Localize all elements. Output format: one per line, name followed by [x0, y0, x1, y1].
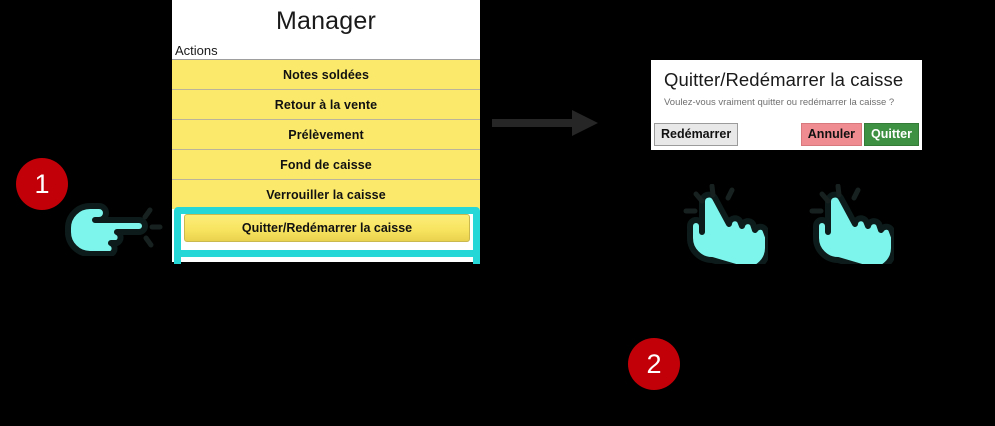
menu-item-notes-soldees[interactable]: Notes soldées — [172, 59, 480, 89]
section-label-actions: Actions — [175, 43, 218, 58]
step-badge-2: 2 — [628, 338, 680, 390]
menu-item-verrouiller-la-caisse[interactable]: Verrouiller la caisse — [172, 179, 480, 209]
step-badge-2-number: 2 — [646, 348, 662, 379]
menu-item-prelevement[interactable]: Prélèvement — [172, 119, 480, 149]
menu-item-retour-a-la-vente[interactable]: Retour à la vente — [172, 89, 480, 119]
step-badge-1: 1 — [16, 158, 68, 210]
manager-panel: Manager Actions Notes soldées Retour à l… — [172, 0, 480, 262]
hand-tap-icon-left — [682, 183, 771, 273]
dialog-title: Quitter/Redémarrer la caisse — [664, 69, 904, 90]
dialog-actions: Redémarrer Annuler Quitter — [651, 122, 922, 146]
quit-restart-dialog: Quitter/Redémarrer la caisse Voulez-vous… — [651, 60, 922, 150]
quit-button[interactable]: Quitter — [864, 122, 919, 146]
cancel-button[interactable]: Annuler — [800, 122, 863, 146]
dialog-message: Voulez-vous vraiment quitter ou redémarr… — [664, 97, 895, 108]
restart-button[interactable]: Redémarrer — [654, 122, 739, 146]
hand-pointing-right-icon — [62, 200, 170, 261]
hand-tap-icon-right — [808, 183, 897, 273]
manager-menu-list: Notes soldées Retour à la vente Prélèvem… — [172, 59, 480, 209]
page-title: Manager — [275, 6, 377, 35]
step-badge-1-number: 1 — [34, 168, 50, 199]
highlight-frame — [174, 207, 480, 257]
menu-item-fond-de-caisse[interactable]: Fond de caisse — [172, 149, 480, 179]
arrow-right-icon — [492, 108, 600, 143]
menu-item-quitter-redemarrer-la-caisse[interactable]: Quitter/Redémarrer la caisse — [184, 214, 470, 242]
